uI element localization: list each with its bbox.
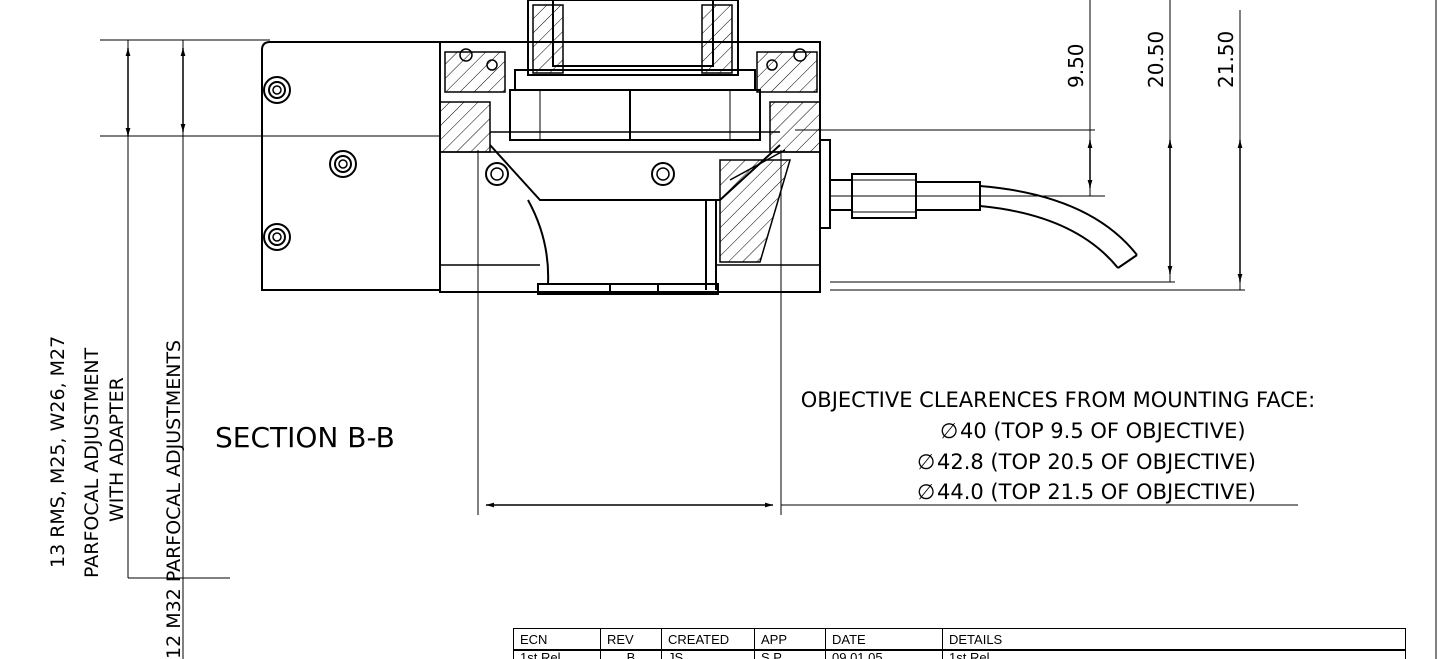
parfocal-note-line-3: WITH ADAPTER (106, 377, 128, 522)
objective-cone (489, 144, 786, 290)
clearance-line-3: ∅ 44.0 (TOP 21.5 OF OBJECTIVE) (917, 480, 1256, 504)
cable-connector (819, 139, 1138, 269)
diameter-dim (477, 150, 1298, 515)
header-details: DETAILS (942, 628, 1406, 650)
diameter-symbol: ∅ (917, 450, 935, 474)
revision-table: ECN REV CREATED APP DATE DETAILS (513, 628, 1406, 650)
parfocal-note-m32: 12 M32 PARFOCAL ADJUSTMENTS (163, 340, 185, 659)
clearance-value: 44.0 (TOP 21.5 OF OBJECTIVE) (937, 480, 1256, 504)
revision-row-clip: 1st Rel B JS S.P. 09.01.05 1st Rel (513, 650, 1406, 659)
clearance-value: 40 (TOP 9.5 OF OBJECTIVE) (960, 419, 1246, 443)
parfocal-note-line-1: 13 RMS, M25, W26, M27 (47, 336, 69, 568)
table-row: 1st Rel B JS S.P. 09.01.05 1st Rel (513, 650, 1406, 659)
header-ecn: ECN (513, 628, 601, 650)
clearance-heading: OBJECTIVE CLEARENCES FROM MOUNTING FACE: (801, 388, 1315, 412)
dimension-9-50: 9.50 (1064, 43, 1088, 88)
hatched-sections (439, 4, 821, 263)
revision-row-table: 1st Rel B JS S.P. 09.01.05 1st Rel (513, 650, 1406, 659)
screw-heads (263, 48, 807, 251)
cell-ecn: 1st Rel (513, 650, 601, 659)
cell-rev: B (600, 650, 662, 659)
parfocal-note-line-2: PARFOCAL ADJUSTMENT (81, 347, 103, 578)
revision-header-row: ECN REV CREATED APP DATE DETAILS (513, 628, 1406, 650)
parfocal-dim-lines (100, 39, 440, 659)
top-adapter (490, 0, 780, 141)
clearance-line-2: ∅ 42.8 (TOP 20.5 OF OBJECTIVE) (917, 450, 1256, 474)
cell-date: 09.01.05 (825, 650, 943, 659)
section-label: SECTION B-B (215, 421, 395, 454)
right-dim-lines (795, 0, 1245, 291)
cell-details: 1st Rel (942, 650, 1406, 659)
dimension-20-50: 20.50 (1144, 31, 1168, 88)
clearance-value: 42.8 (TOP 20.5 OF OBJECTIVE) (937, 450, 1256, 474)
header-date: DATE (825, 628, 943, 650)
header-app: APP (754, 628, 826, 650)
diameter-symbol: ∅ (917, 480, 935, 504)
dimension-21-50: 21.50 (1214, 31, 1238, 88)
clearance-line-1: ∅ 40 (TOP 9.5 OF OBJECTIVE) (940, 419, 1246, 443)
diameter-symbol: ∅ (940, 419, 958, 443)
header-created: CREATED (661, 628, 755, 650)
cell-created: JS (661, 650, 755, 659)
cell-app: S.P. (754, 650, 826, 659)
header-rev: REV (600, 628, 662, 650)
